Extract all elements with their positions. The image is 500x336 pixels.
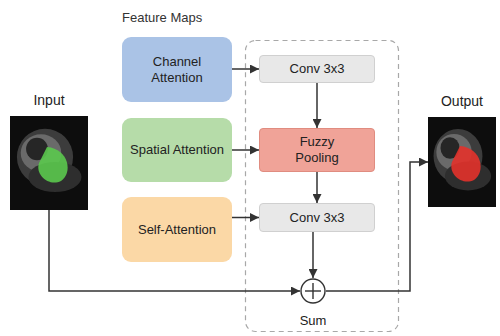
pooling-box: Fuzzy Pooling	[259, 128, 375, 172]
node-text: Spatial Attention	[130, 142, 224, 158]
flow-arrow	[232, 149, 259, 151]
input-image: Input	[10, 116, 88, 210]
output-image: Output	[428, 117, 496, 207]
scan-image	[428, 117, 496, 207]
attention-box: Channel Attention	[122, 37, 232, 102]
flow-arrow	[312, 232, 314, 278]
node-label: Input	[33, 92, 64, 109]
node-text: Self-Attention	[138, 222, 216, 238]
scan-image	[10, 116, 88, 210]
node-text: Conv 3x3	[290, 210, 345, 226]
conv-box: Conv 3x3	[259, 55, 375, 83]
flow-arrow	[232, 217, 259, 219]
sum-circle: Sum	[300, 278, 326, 304]
flow-arrow	[232, 68, 259, 70]
node-label: Sum	[300, 313, 327, 329]
group-heading: Feature Maps	[122, 10, 202, 25]
conv-box: Conv 3x3	[259, 203, 375, 232]
sum-symbol	[300, 278, 326, 304]
node-label: Output	[441, 93, 483, 110]
attention-box: Self-Attention	[122, 197, 232, 262]
node-text: Channel Attention	[129, 54, 225, 85]
node-text: Fuzzy Pooling	[286, 134, 348, 165]
node-text: Conv 3x3	[290, 61, 345, 77]
flow-arrow	[316, 172, 318, 203]
dashed-group-border	[246, 41, 399, 332]
attention-box: Spatial Attention	[122, 118, 232, 182]
flow-arrow	[316, 83, 318, 128]
